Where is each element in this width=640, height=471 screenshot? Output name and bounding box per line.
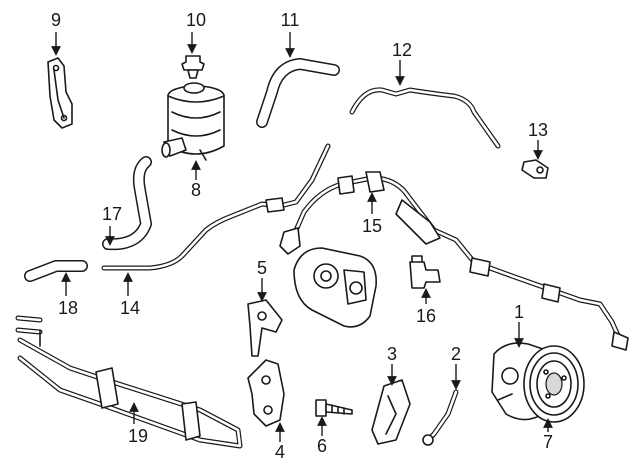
- callout-label: 8: [191, 180, 201, 200]
- callout-2: 2: [451, 344, 461, 390]
- part-bracket-5: [247, 299, 283, 357]
- part-return-line-14: [101, 143, 331, 271]
- part-hose-18: [24, 260, 88, 282]
- part-bracket-9: [47, 57, 73, 129]
- part-pressure-hose-15: [279, 171, 629, 351]
- part-pulley-7: [523, 345, 585, 423]
- callout-6: 6: [317, 416, 327, 456]
- callout-label: 12: [392, 40, 412, 60]
- part-rod-2: [422, 389, 459, 446]
- part-hose-17: [102, 156, 152, 251]
- callout-12: 12: [392, 40, 412, 86]
- callout-label: 14: [120, 298, 140, 318]
- callout-5: 5: [257, 258, 267, 302]
- part-fitting-13: [521, 159, 549, 179]
- callout-label: 2: [451, 344, 461, 364]
- callout-11: 11: [281, 10, 300, 58]
- callout-1: 1: [514, 302, 524, 348]
- part-bolt-6: [315, 399, 353, 417]
- callout-16: 16: [416, 288, 436, 326]
- callout-label: 19: [128, 426, 148, 446]
- callout-label: 1: [514, 302, 524, 322]
- callout-8: 8: [191, 160, 201, 200]
- callout-13: 13: [528, 120, 548, 160]
- callout-label: 13: [528, 120, 548, 140]
- part-reservoir-8: [161, 82, 225, 161]
- callout-9: 9: [51, 10, 61, 56]
- callout-label: 15: [362, 216, 382, 236]
- callout-10: 10: [186, 10, 206, 54]
- callout-3: 3: [387, 344, 397, 386]
- callout-label: 7: [543, 432, 553, 452]
- callout-label: 5: [257, 258, 267, 278]
- callout-15: 15: [362, 192, 382, 236]
- callout-label: 9: [51, 10, 61, 30]
- part-hose-11: [256, 58, 340, 128]
- part-hose-12: [349, 87, 501, 149]
- part-bracket-4: [247, 359, 285, 427]
- callout-4: 4: [275, 422, 285, 462]
- pump-body-reference: [293, 247, 377, 328]
- callout-14: 14: [120, 272, 140, 318]
- callout-label: 11: [281, 10, 300, 30]
- callout-17: 17: [102, 204, 122, 246]
- part-sensor-16: [409, 255, 441, 289]
- callout-label: 3: [387, 344, 397, 364]
- callout-label: 16: [416, 306, 436, 326]
- callout-18: 18: [58, 272, 78, 318]
- callout-label: 6: [317, 436, 327, 456]
- callout-7: 7: [543, 418, 553, 452]
- callout-19: 19: [128, 402, 148, 446]
- part-bracket-3: [371, 379, 411, 445]
- part-cooler-19: [15, 315, 243, 449]
- part-reservoir-cap-10: [181, 55, 205, 79]
- callout-label: 4: [275, 442, 285, 462]
- callout-label: 18: [58, 298, 78, 318]
- callout-label: 17: [102, 204, 122, 224]
- callout-label: 10: [186, 10, 206, 30]
